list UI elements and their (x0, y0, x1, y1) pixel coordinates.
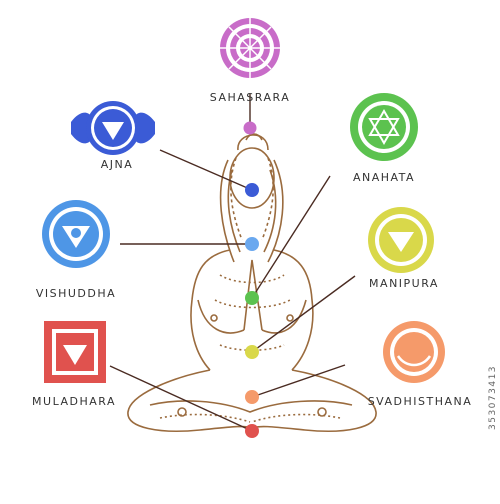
chakra-labels: SAHASRARA AJNA ANAHATA VISHUDDHA MANIPUR… (32, 91, 473, 408)
dot-sahasrara (243, 121, 257, 135)
label-muladhara: MULADHARA (32, 395, 116, 408)
line-muladhara (109, 365, 253, 432)
ajna-symbol (71, 101, 155, 155)
dot-svadhisthana (245, 390, 259, 404)
label-sahasrara: SAHASRARA (210, 91, 290, 104)
body-chakra-dots (243, 121, 259, 438)
dot-vishuddha (245, 237, 259, 251)
dot-muladhara (245, 424, 259, 438)
connector-lines (109, 94, 356, 432)
svadhisthana-symbol (383, 321, 445, 383)
stock-id: 353073413 (488, 365, 498, 430)
label-ajna: AJNA (101, 158, 134, 171)
line-svadhisthana (251, 364, 346, 398)
anahata-symbol (350, 93, 418, 161)
muladhara-symbol (44, 321, 106, 383)
meditating-woman-figure (127, 133, 377, 432)
label-manipura: MANIPURA (369, 277, 439, 290)
sahasrara-symbol (220, 18, 280, 78)
vishuddha-symbol (42, 200, 110, 268)
label-vishuddha: VISHUDDHA (36, 287, 116, 300)
manipura-symbol (368, 207, 434, 273)
line-manipura (251, 275, 356, 353)
label-svadhisthana: SVADHISTHANA (368, 395, 473, 408)
label-anahata: ANAHATA (353, 171, 415, 184)
line-ajna (159, 149, 253, 191)
dot-manipura (245, 345, 259, 359)
dot-ajna (245, 183, 259, 197)
dot-anahata (245, 291, 259, 305)
line-anahata (251, 175, 331, 299)
